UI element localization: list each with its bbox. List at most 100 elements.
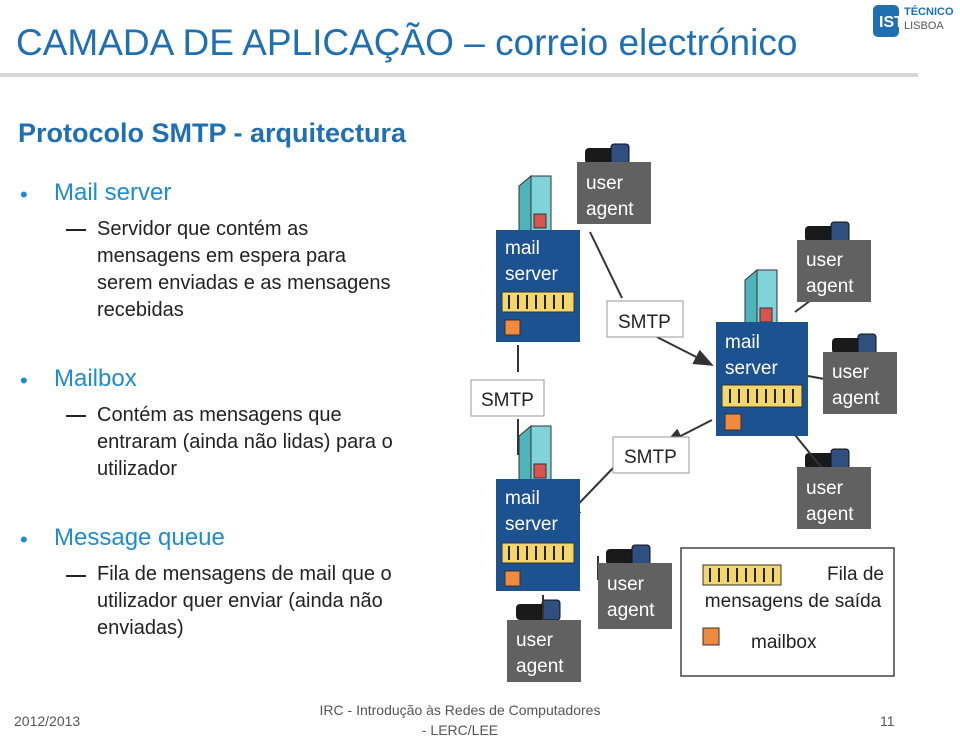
smtp-label-top: SMTP [606,300,684,338]
bullet-body-mailbox: Contém as mensagens que entraram (ainda … [97,402,393,483]
server-tower-icon [518,424,552,498]
bullet-body-mail-server: Servidor que contém as mensagens em espe… [97,216,391,324]
user-agent-middle: user agent [598,563,672,629]
legend-mailbox-label: mailbox [751,632,817,653]
user-agent-right-2: user agent [823,352,897,414]
title-divider [0,73,918,77]
user-agent-label: user [832,362,870,383]
footer-date: 2012/2013 [14,713,81,729]
mail-server-bottom: mail server [496,479,580,591]
user-agent-box [577,162,651,224]
mail-server-top: mail server [496,230,580,342]
footer-course-line: IRC - Introdução às Redes de Computadore… [319,702,601,718]
user-agent-label: user [806,478,844,499]
body-line: Servidor que contém as [97,218,309,240]
tower-drive [533,213,547,229]
legend-mailbox-swatch [702,627,720,646]
user-agent-label: agent [832,388,880,409]
user-agent-label: agent [607,600,655,621]
desktop-computer-icon [606,544,651,566]
user-agent-label: user [607,574,645,595]
user-agent-label: agent [586,199,634,220]
mail-server-label: server [725,358,778,379]
mail-server-label: mail [505,488,540,509]
smtp-arrow [654,335,714,366]
desktop-computer-icon [832,333,877,355]
body-line: recebidas [97,299,184,321]
user-agent-label: agent [806,276,854,297]
sub-bullet-dash [66,229,86,231]
mailbox [724,413,742,431]
page-title: CAMADA DE APLICAÇÃO – correio electrónic… [16,22,798,63]
sub-bullet-dash [66,415,86,417]
user-agent-label: agent [806,504,854,525]
mail-server-label: server [505,264,558,285]
user-agent-box [797,467,871,529]
desktop-computer-icon [585,143,630,165]
user-agent-box [598,563,672,629]
body-line: Contém as mensagens que [97,404,342,426]
smtp-label: SMTP [481,390,534,411]
user-agent-box [823,352,897,414]
smtp-label-middle: SMTP [612,436,690,474]
logo-text-lisboa: LISBOA [904,20,944,32]
body-line: enviadas) [97,617,184,639]
message-queue [501,542,575,564]
smtp-label: SMTP [618,312,671,333]
desktop-computer-icon [516,599,561,621]
body-line: utilizador quer enviar (ainda não [97,590,383,612]
message-queue [721,384,803,408]
body-line: mensagens em espera para [97,245,347,267]
bullet-heading-message-queue: Message queue [54,524,225,551]
body-line: utilizador [97,458,178,480]
footer-course-line: - LERC/LEE [421,722,499,738]
computer-monitor [830,448,850,470]
mail-server-label: mail [725,332,760,353]
section-title: Protocolo SMTP - arquitectura [18,118,407,148]
body-line: Fila de mensagens de mail que o [97,563,392,585]
smtp-label-box [470,379,545,417]
bullet-body-message-queue: Fila de mensagens de mail que o utilizad… [97,561,392,642]
mailbox [504,570,521,587]
footer-course: IRC - Introdução às Redes de Computadore… [290,700,630,740]
legend-queue-swatch [702,564,782,586]
computer-monitor [857,333,877,355]
ist-logo-mark: IST [879,14,904,31]
bullet-dot: • [20,368,28,393]
smtp-label: SMTP [624,447,677,468]
tower-drive [759,307,773,323]
tower-drive [533,463,547,479]
legend: Fila de mensagens de saída mailbox [680,547,895,677]
user-agent-bottom: user agent [507,620,581,682]
bullet-dot: • [20,182,28,207]
sub-bullet-dash [66,575,86,577]
desktop-computer-icon [805,448,850,470]
user-agent-label: user [516,630,554,651]
user-agent-label: agent [516,656,564,677]
bullet-dot: • [20,527,28,552]
user-agent-box [507,620,581,682]
user-agent-top: user agent [577,162,651,224]
smtp-label-box [612,436,690,474]
legend-queue-label: mensagens de saída [705,591,882,612]
user-agent-label: user [586,173,624,194]
ist-logo: IST [873,5,904,37]
computer-monitor [830,221,850,243]
mail-server-right: mail server [716,322,808,436]
mail-server-label: server [505,514,558,535]
computer-monitor [631,544,651,566]
ist-logo-emblem [873,5,899,37]
user-agent-right-1: user agent [797,240,871,302]
smtp-label-left: SMTP [470,379,545,417]
message-queue [501,291,575,313]
smtp-label-box [606,300,684,338]
computer-monitor [610,143,630,165]
computer-monitor [541,599,561,621]
body-line: serem enviadas e as mensagens [97,272,391,294]
user-agent-right-3: user agent [797,467,871,529]
mail-server-label: mail [505,238,540,259]
body-line: entraram (ainda não lidas) para o [97,431,393,453]
legend-queue-label: Fila de [827,564,884,585]
logo-text-tecnico: TÉCNICO [904,6,954,18]
